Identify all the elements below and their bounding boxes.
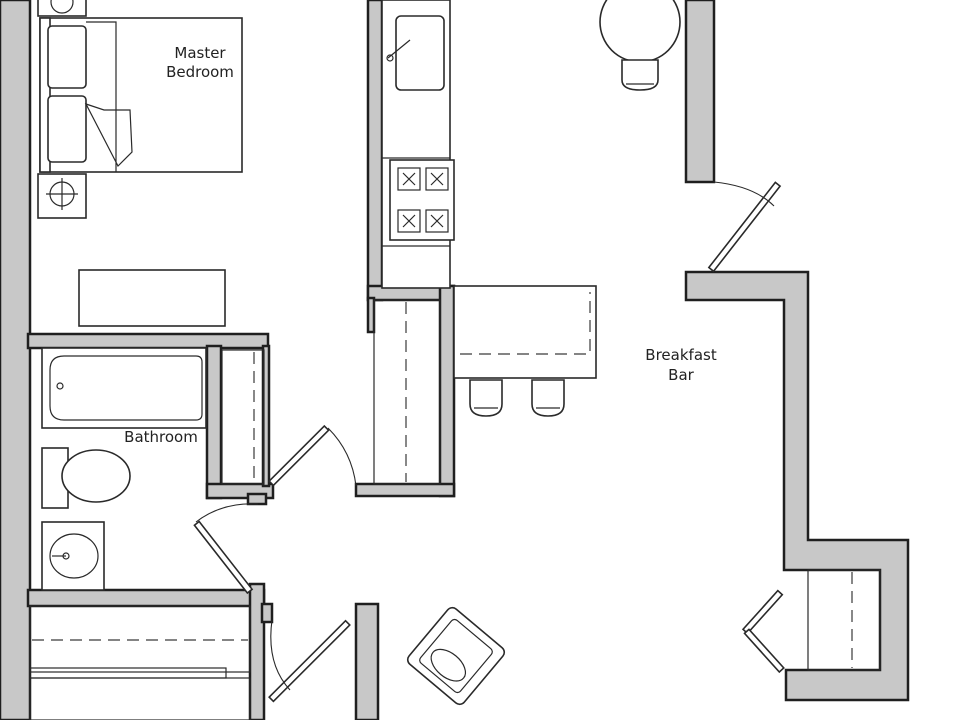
bathroom-label: Bathroom	[124, 428, 198, 446]
wall-pantry-bottom	[354, 482, 456, 498]
room-below	[29, 677, 251, 720]
wall-right-upper	[684, 0, 716, 184]
sink-basin	[49, 533, 99, 579]
dining-chair	[621, 59, 659, 91]
living-area	[406, 0, 881, 706]
kitchen-sink	[395, 15, 445, 91]
wall-lower-horizontal	[26, 588, 266, 608]
wall-right-jog	[684, 270, 910, 702]
wall-entry-stub	[354, 602, 380, 720]
door-right-upper	[707, 181, 782, 273]
wall-bedroom-bottom	[26, 332, 270, 350]
wall-left-exterior	[0, 0, 32, 720]
closet-lower	[29, 605, 251, 673]
breakfast-bar-label-line2: Bar	[668, 366, 694, 384]
vanity	[41, 521, 105, 591]
tub-drain-icon	[56, 382, 64, 390]
kitchen: Breakfast Bar	[373, 0, 717, 485]
pantry	[373, 299, 441, 485]
bar-overhang	[460, 292, 591, 355]
bathtub-basin	[49, 355, 203, 421]
master-bedroom-label-line1: Master	[174, 44, 226, 62]
bathroom: Bathroom	[41, 347, 265, 591]
breakfast-bar-label-line1: Breakfast	[645, 346, 717, 364]
wall-pantry-left	[366, 296, 376, 334]
breakfast-bar-counter	[453, 285, 597, 379]
wall-stub-right	[246, 492, 268, 506]
lower-closet	[29, 605, 251, 720]
wall-bathroom-right	[205, 344, 223, 500]
lamp-top-icon	[50, 0, 74, 14]
pillow-1	[47, 25, 87, 89]
round-table	[599, 0, 681, 63]
bar-stool-1	[469, 379, 503, 417]
bed-headboard	[39, 17, 51, 173]
closet-right	[807, 569, 881, 671]
dresser	[78, 269, 226, 327]
walls	[0, 0, 910, 720]
pillow-2	[47, 95, 87, 163]
closet-bath	[221, 349, 265, 485]
bed-sheet-fold	[84, 21, 133, 172]
door-bath-closet	[268, 424, 357, 487]
door-bathroom	[193, 503, 259, 595]
wall-pantry-right	[438, 284, 456, 498]
wall-closet-right	[261, 344, 271, 488]
master-bedroom-label-line2: Bedroom	[166, 63, 234, 81]
door-lower	[268, 619, 351, 703]
wall-kitchen-left	[366, 0, 384, 302]
doors	[193, 181, 785, 703]
closet-lower-shelf	[29, 667, 227, 679]
door-right-closet	[741, 589, 785, 674]
bathtub	[41, 347, 207, 429]
armchair	[406, 606, 506, 706]
toilet-bowl	[61, 449, 131, 503]
master-bedroom: Master Bedroom	[37, 0, 243, 327]
nightstand-top	[37, 0, 87, 17]
bar-stool-2	[531, 379, 565, 417]
wall-lower-jamb-stub	[260, 602, 274, 624]
stove	[389, 159, 455, 241]
burner-icon	[402, 172, 444, 228]
